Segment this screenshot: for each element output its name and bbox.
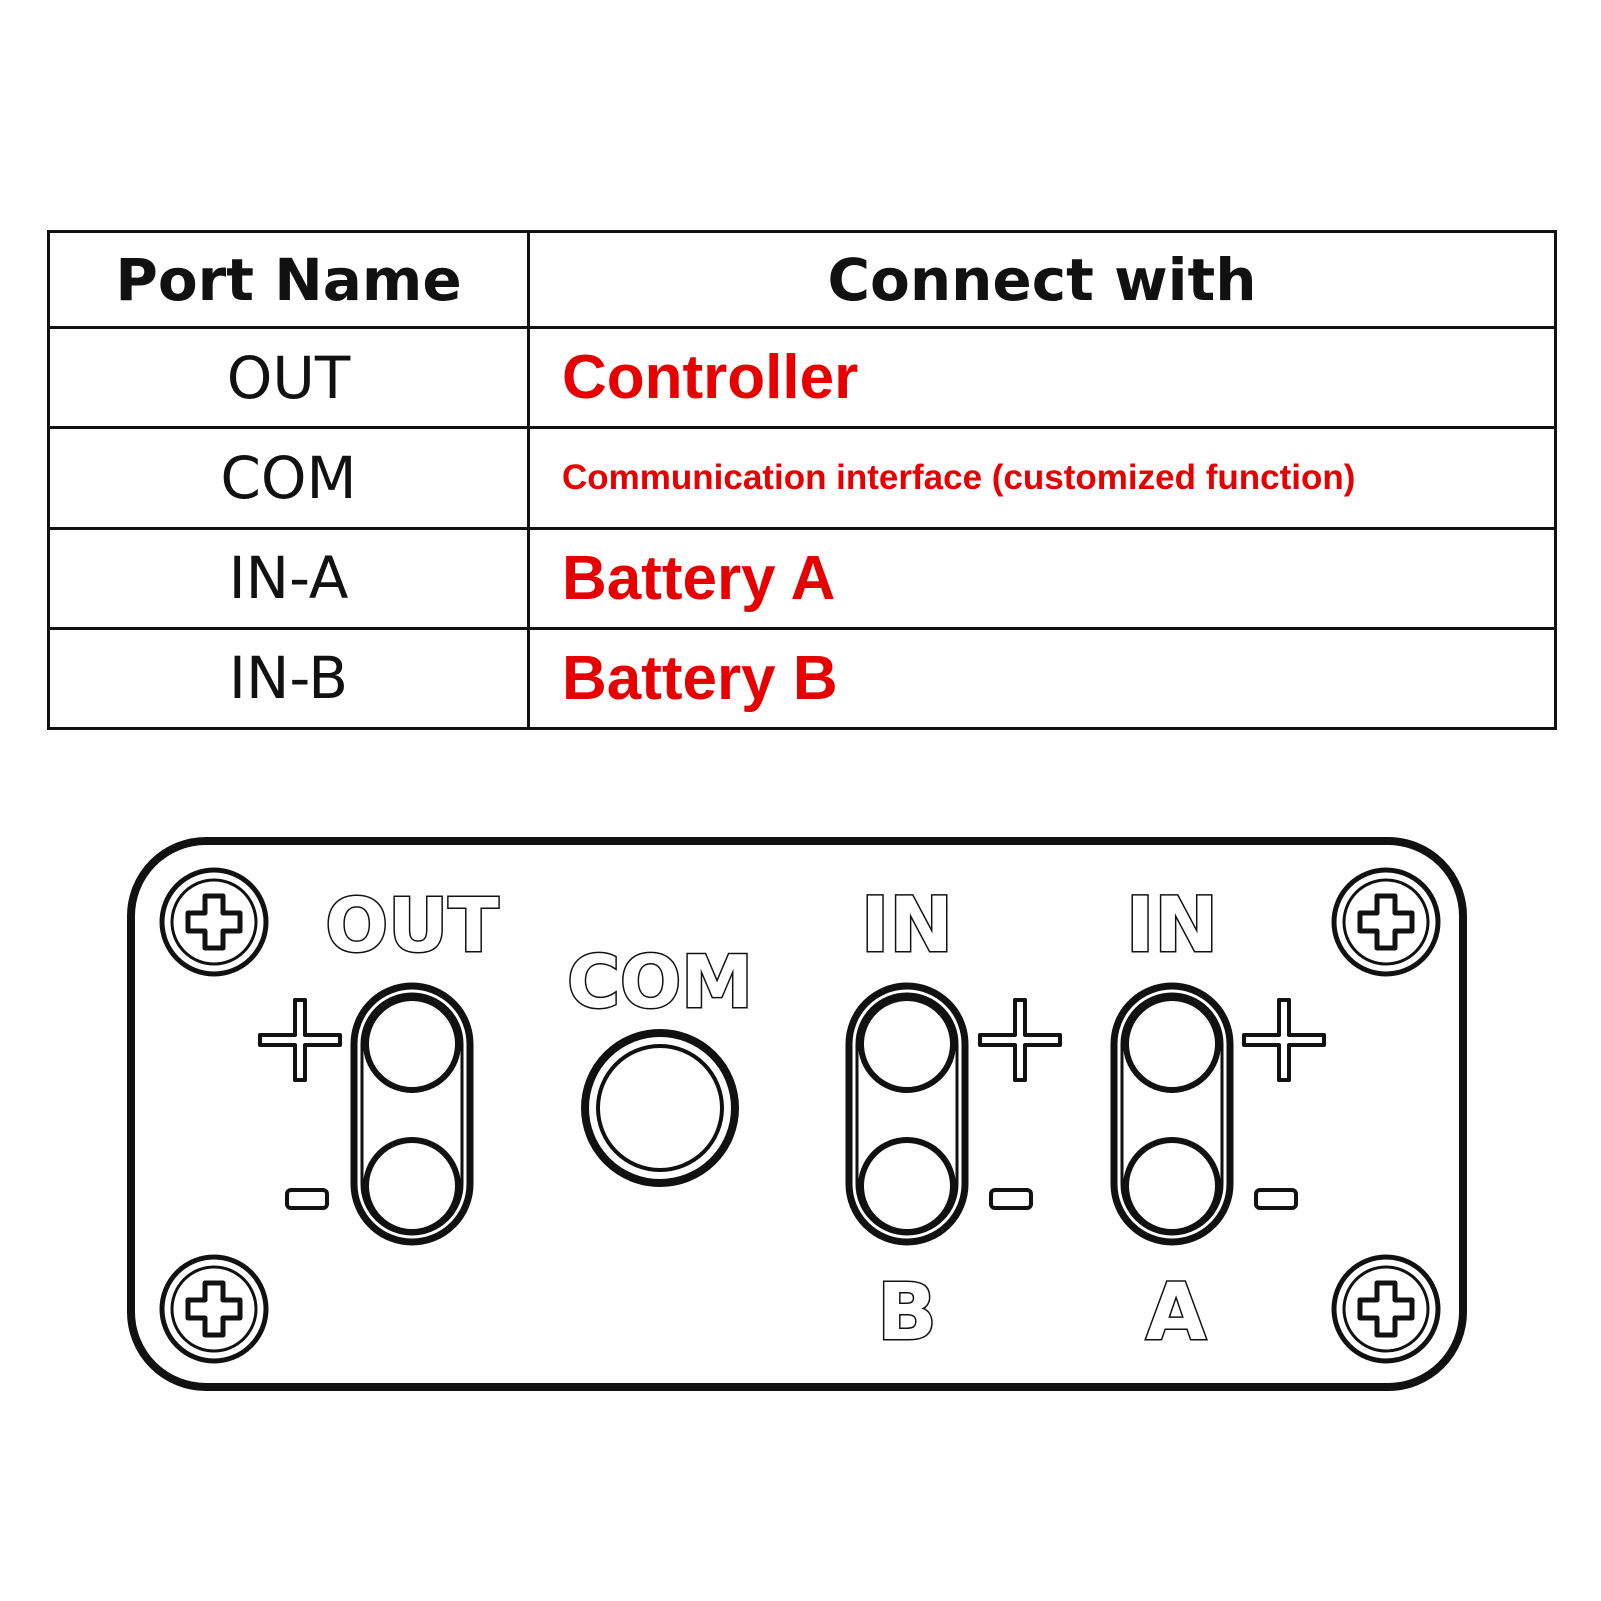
plus-icon [258, 998, 342, 1082]
out-terminal [354, 986, 470, 1242]
screw-icon [162, 870, 266, 974]
port-name-cell: IN-B [47, 626, 530, 731]
in-b-terminal [849, 986, 965, 1242]
in-a-terminal [1114, 986, 1230, 1242]
com-label: COM [567, 940, 753, 1024]
header-connect-with: Connect with [527, 230, 1557, 329]
minus-icon [285, 1188, 329, 1210]
screw-icon [1334, 1257, 1438, 1361]
in-a-label: IN [1126, 880, 1218, 969]
minus-icon [1254, 1188, 1298, 1210]
plus-icon [1242, 998, 1326, 1082]
screw-icon [1334, 870, 1438, 974]
a-label: A [1146, 1268, 1206, 1358]
minus-icon [989, 1188, 1033, 1210]
b-label: B [877, 1268, 936, 1358]
connect-cell: Communication interface (customized func… [527, 426, 1557, 530]
com-port [581, 1029, 739, 1187]
header-port-name: Port Name [47, 230, 530, 329]
port-table: Port Name Connect with OUT Controller CO… [47, 230, 1557, 731]
connect-cell: Controller [527, 325, 1557, 430]
screw-icon [162, 1257, 266, 1361]
connect-cell: Battery B [527, 626, 1557, 731]
plus-icon [978, 998, 1062, 1082]
table-row: IN-A Battery A [47, 526, 1557, 630]
port-name-cell: IN-A [47, 526, 530, 630]
table-row: OUT Controller [47, 325, 1557, 430]
table-header-row: Port Name Connect with [47, 230, 1557, 329]
out-label: OUT [325, 883, 499, 969]
port-name-cell: COM [47, 426, 530, 530]
in-b-label: IN [861, 880, 953, 969]
port-name-cell: OUT [47, 325, 530, 430]
connect-cell: Battery A [527, 526, 1557, 630]
panel-outline [127, 837, 1467, 1391]
table-row: IN-B Battery B [47, 626, 1557, 731]
table-row: COM Communication interface (customized … [47, 426, 1557, 530]
